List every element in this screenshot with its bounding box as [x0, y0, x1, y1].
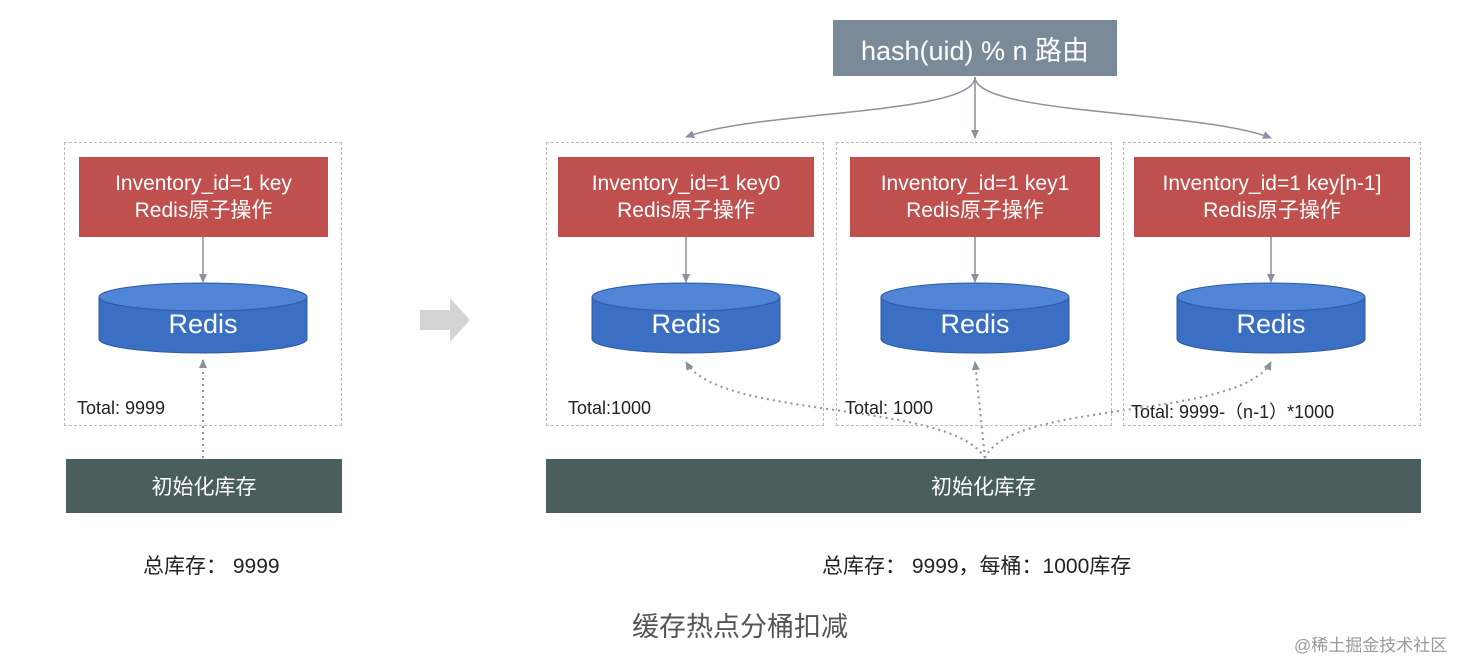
- redis-cylinder-left: Redis: [98, 282, 308, 354]
- redis-label-bucket-0: Redis: [651, 309, 720, 339]
- left-total: Total: 9999: [77, 398, 166, 418]
- bucket-n-key-line2: Redis原子操作: [1203, 199, 1341, 222]
- left-key-box: Inventory_id=1 key Redis原子操作: [79, 157, 328, 237]
- bucket-0-key-line1: Inventory_id=1 key0: [591, 172, 781, 195]
- diagram-caption: 缓存热点分桶扣减: [632, 612, 848, 642]
- hash-router-label: hash(uid) % n 路由: [860, 35, 1090, 66]
- arrow-init-to-bucket-0: [685, 361, 986, 459]
- left-init-label: 初始化库存: [151, 476, 257, 499]
- hash-router-box: hash(uid) % n 路由: [833, 20, 1117, 76]
- bucket-1-key-line1: Inventory_id=1 key1: [880, 172, 1070, 195]
- transition-arrow-icon: [420, 298, 470, 342]
- bucket-0-frame: [546, 142, 824, 426]
- redis-cylinder-bucket-1: Redis: [880, 282, 1070, 354]
- right-init-label: 初始化库存: [931, 476, 1036, 499]
- left-key-line2: Redis原子操作: [134, 199, 273, 222]
- redis-label-bucket-n: Redis: [1236, 309, 1305, 339]
- redis-label-bucket-1: Redis: [940, 309, 1009, 339]
- bucket-1-frame: [836, 142, 1112, 426]
- bucket-0-total: Total:1000: [568, 398, 652, 418]
- left-summary: 总库存： 9999: [143, 555, 280, 578]
- bucket-1-key-box: Inventory_id=1 key1 Redis原子操作: [850, 157, 1100, 237]
- bucket-1-key-line2: Redis原子操作: [906, 199, 1044, 222]
- watermark: @稀土掘金技术社区: [1294, 636, 1448, 655]
- bucket-n-key-line1: Inventory_id=1 key[n-1]: [1162, 172, 1382, 195]
- left-init-bar: 初始化库存: [66, 459, 342, 513]
- right-summary: 总库存： 9999，每桶：1000库存: [822, 555, 1132, 578]
- redis-cylinder-bucket-0: Redis: [591, 282, 781, 354]
- bucket-1-total: Total: 1000: [845, 398, 934, 418]
- redis-cylinder-bucket-n: Redis: [1176, 282, 1366, 354]
- bucket-0-key-line2: Redis原子操作: [617, 199, 755, 222]
- bucket-n-frame: [1123, 142, 1421, 426]
- right-init-bar: 初始化库存: [546, 459, 1421, 513]
- bucket-n-key-box: Inventory_id=1 key[n-1] Redis原子操作: [1134, 157, 1410, 237]
- arrow-init-to-bucket-1: [971, 361, 986, 459]
- bucket-n-total: Total: 9999-（n-1）*1000: [1131, 402, 1335, 422]
- left-frame: [64, 142, 342, 426]
- bucket-0-key-box: Inventory_id=1 key0 Redis原子操作: [558, 157, 814, 237]
- arrow-router-to-bucket-0: [685, 76, 976, 139]
- redis-label-left: Redis: [168, 309, 237, 339]
- arrow-router-to-bucket-n: [974, 76, 1272, 139]
- left-key-line1: Inventory_id=1 key: [115, 172, 292, 195]
